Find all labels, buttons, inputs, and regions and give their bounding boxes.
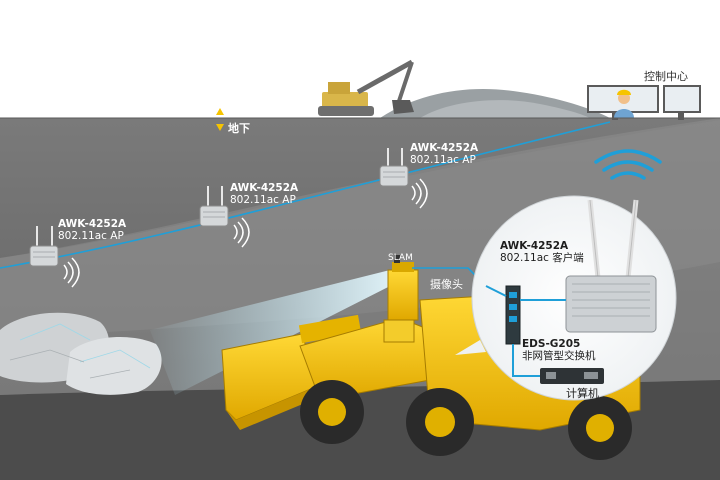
access-point-3-label: AWK-4252A 802.11ac AP bbox=[410, 142, 479, 167]
up-triangle-icon bbox=[216, 108, 224, 115]
access-point-1-device bbox=[29, 226, 80, 288]
access-point-3-device bbox=[379, 148, 428, 209]
client-label: AWK-4252A 802.11ac 客户端 bbox=[500, 240, 584, 265]
down-triangle-icon bbox=[216, 124, 224, 131]
control-center-illustration bbox=[587, 85, 701, 120]
underground-layer-label: 地下 bbox=[216, 120, 250, 136]
slam-scan-beam bbox=[150, 268, 398, 395]
rock-piles bbox=[0, 312, 162, 395]
access-point-2-device bbox=[199, 186, 250, 248]
switch-label: EDS-G205 非网管型交换机 bbox=[522, 338, 596, 363]
access-point-1-label: AWK-4252A 802.11ac AP bbox=[58, 218, 127, 243]
wireless-backbone-line bbox=[0, 121, 611, 269]
surface-excavator bbox=[318, 59, 414, 116]
slam-label: SLAM bbox=[388, 253, 413, 263]
onboard-equipment-inset bbox=[455, 195, 677, 401]
camera-label: 摄像头 bbox=[430, 278, 463, 291]
control-center-label: 控制中心 bbox=[644, 70, 688, 83]
wifi-signal-icon bbox=[594, 149, 662, 180]
computer-label: 计算机 bbox=[566, 387, 599, 400]
access-point-2-label: AWK-4252A 802.11ac AP bbox=[230, 182, 299, 207]
ground-layer-label: 地面 bbox=[216, 104, 250, 120]
